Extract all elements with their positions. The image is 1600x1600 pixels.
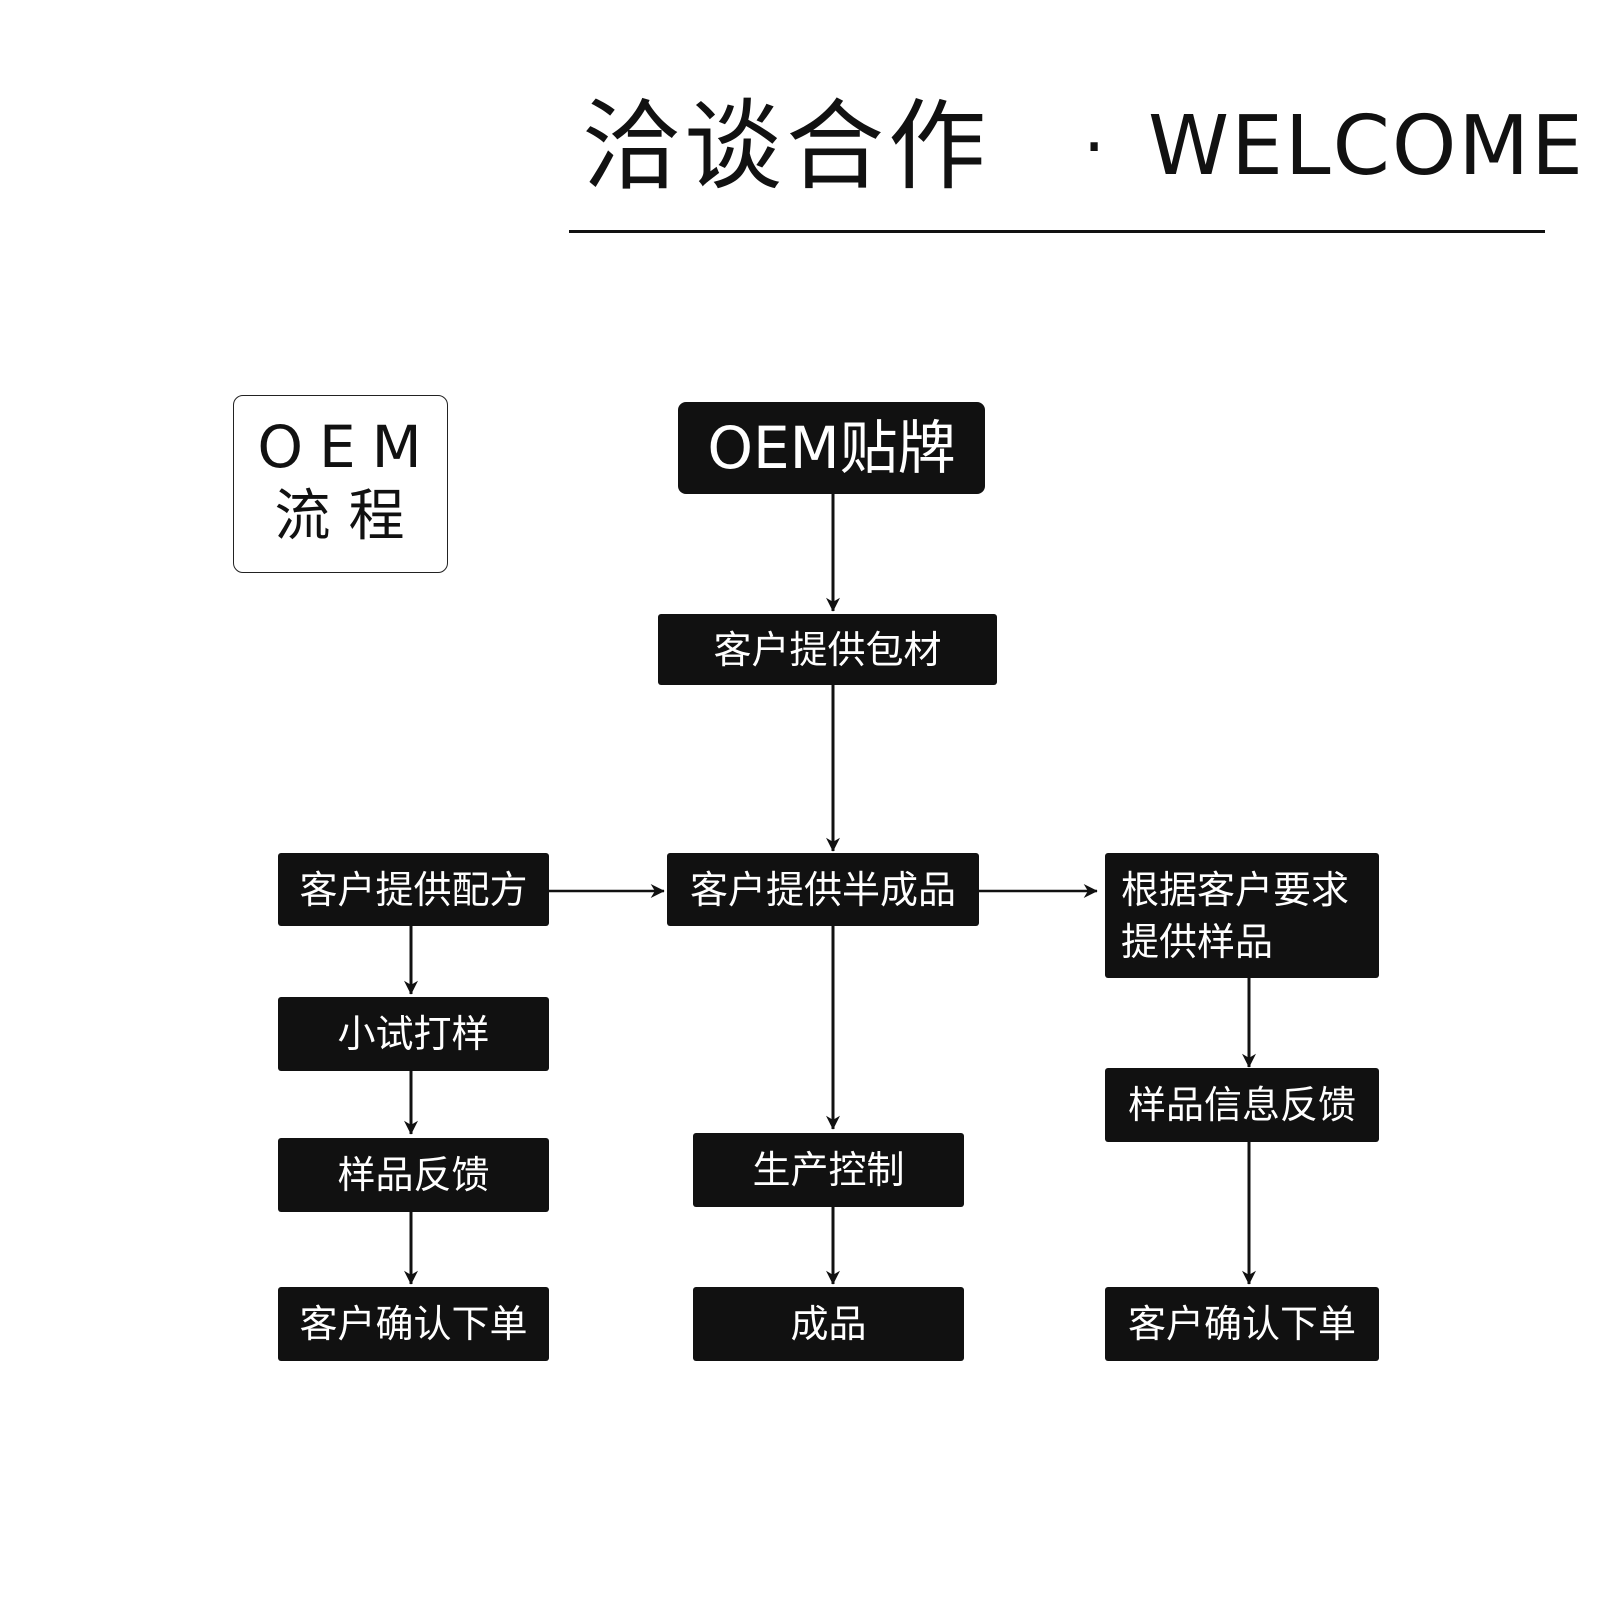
node-client-semi-finished: 客户提供半成品 [667, 853, 979, 926]
node-custom-sample: 根据客户要求提供样品 [1105, 853, 1379, 978]
oem-label-line1: OEM [257, 413, 438, 481]
node-client-formula: 客户提供配方 [278, 853, 549, 926]
page-title: 洽谈合作 [582, 90, 991, 204]
title-separator-dot: · [1083, 106, 1106, 188]
node-finished-product: 成品 [693, 1287, 964, 1361]
node-production-control: 生产控制 [693, 1133, 964, 1207]
node-confirm-order-right: 客户确认下单 [1105, 1287, 1379, 1361]
node-confirm-order-left: 客户确认下单 [278, 1287, 549, 1361]
oem-process-label: OEM 流程 [233, 395, 448, 573]
page-subtitle: WELCOME [1148, 99, 1585, 194]
node-custom-sample-text: 根据客户要求提供样品 [1121, 867, 1350, 964]
node-client-packaging: 客户提供包材 [658, 614, 997, 685]
node-sample-feedback: 样品反馈 [278, 1138, 549, 1212]
node-oem-brand: OEM贴牌 [678, 402, 985, 494]
title-divider [569, 230, 1545, 233]
oem-label-line2: 流程 [274, 484, 423, 549]
node-small-trial: 小试打样 [278, 997, 549, 1071]
node-sample-info-feedback: 样品信息反馈 [1105, 1068, 1379, 1142]
